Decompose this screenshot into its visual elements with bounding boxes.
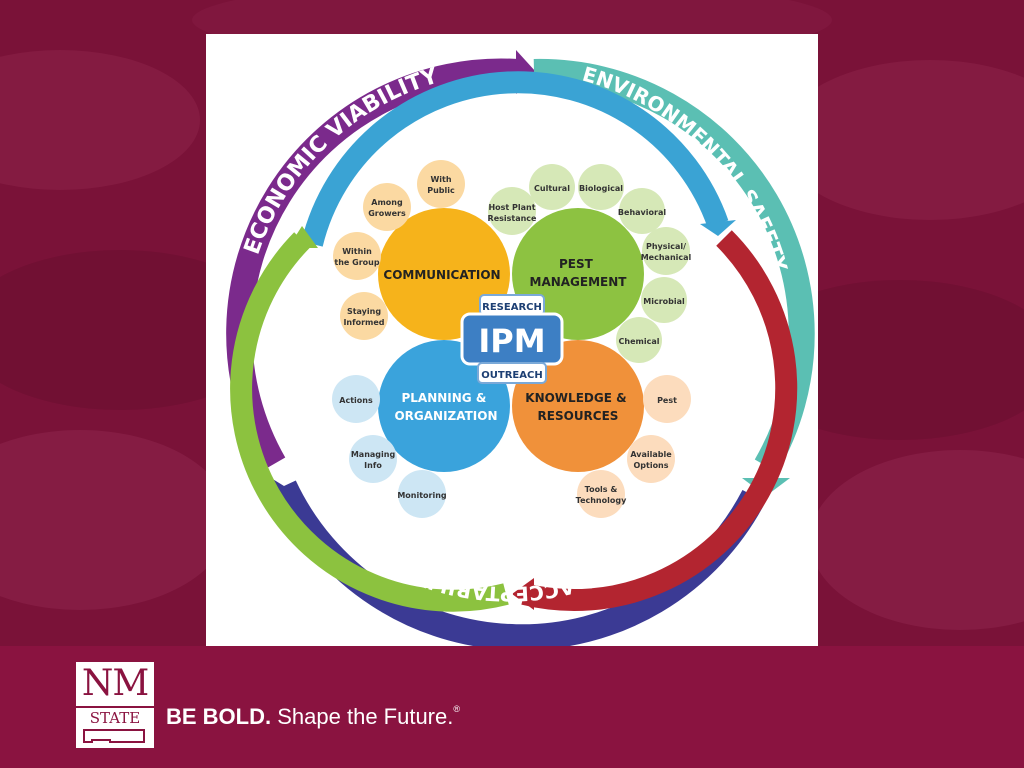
- svg-text:Monitoring: Monitoring: [397, 491, 447, 500]
- ipm-diagram: ECONOMIC VIABILITY ENVIRONMENTAL SAFETY …: [226, 50, 815, 646]
- svg-text:Tools &Technology: Tools &Technology: [576, 485, 627, 505]
- outreach-label: OUTREACH: [481, 370, 542, 381]
- bubble-staying-informed: [340, 292, 388, 340]
- knowledge-resources-title: KNOWLEDGE & RESOURCES: [525, 391, 630, 423]
- bubble-biological: [578, 164, 624, 210]
- logo-state-text: STATE: [76, 706, 154, 728]
- bubble-actions: [332, 375, 380, 423]
- bubble-cultural: [529, 164, 575, 210]
- communication-title: COMMUNICATION: [383, 268, 500, 282]
- bubble-available-options: [627, 435, 675, 483]
- bubble-tools-technology: [577, 470, 625, 518]
- bubble-chemical: [616, 317, 662, 363]
- pest-management-title: PEST MANAGEMENT: [530, 257, 628, 289]
- svg-text:Behavioral: Behavioral: [618, 208, 666, 217]
- svg-text:Cultural: Cultural: [534, 184, 570, 193]
- tagline-bold: BE BOLD.: [166, 704, 272, 729]
- bubble-monitoring: [398, 470, 446, 518]
- nm-state-logo[interactable]: NM STATE: [76, 662, 154, 748]
- svg-text:Actions: Actions: [339, 396, 373, 405]
- ipm-label: IPM: [478, 322, 545, 360]
- registered-mark: ®: [453, 704, 460, 714]
- bubble-among-growers: [363, 183, 411, 231]
- bubble-with-public: [417, 160, 465, 208]
- consumer-label: CONSUMER: [447, 107, 577, 139]
- bubble-physical-mechanical: [642, 227, 690, 275]
- seller-arc: [521, 230, 798, 612]
- consumer-arrowhead: [700, 220, 736, 236]
- bubble-behavioral: [619, 188, 665, 234]
- consumer-arc: [301, 71, 729, 247]
- footer-tagline: BE BOLD. Shape the Future.®: [166, 702, 460, 732]
- svg-text:Chemical: Chemical: [619, 337, 660, 346]
- communication-circle: [378, 208, 510, 340]
- svg-text:Pest: Pest: [657, 396, 677, 405]
- bubble-within-the-group: [333, 232, 381, 280]
- tagline-rest: Shape the Future.: [271, 704, 454, 729]
- svg-text:Physical/Mechanical: Physical/Mechanical: [641, 242, 692, 262]
- bubble-host-plant-resistance: [488, 187, 536, 235]
- bubble-microbial: [641, 277, 687, 323]
- bubble-pest: [643, 375, 691, 423]
- ipm-diagram-panel: ECONOMIC VIABILITY ENVIRONMENTAL SAFETY …: [206, 34, 818, 646]
- outreach-tab: [477, 362, 547, 384]
- logo-nm-text: NM: [81, 663, 149, 704]
- svg-text:Microbial: Microbial: [643, 297, 685, 306]
- svg-text:Biological: Biological: [579, 184, 623, 193]
- producer-arc: [230, 232, 509, 612]
- research-label: RESEARCH: [482, 302, 542, 313]
- seller-arrowhead: [512, 578, 534, 610]
- planning-organization-title: PLANNING & ORGANIZATION: [394, 391, 497, 423]
- footer-bar: [0, 646, 1024, 768]
- bubble-managing-info: [349, 435, 397, 483]
- producer-arrowhead: [288, 226, 318, 248]
- new-mexico-state-icon: [83, 729, 145, 743]
